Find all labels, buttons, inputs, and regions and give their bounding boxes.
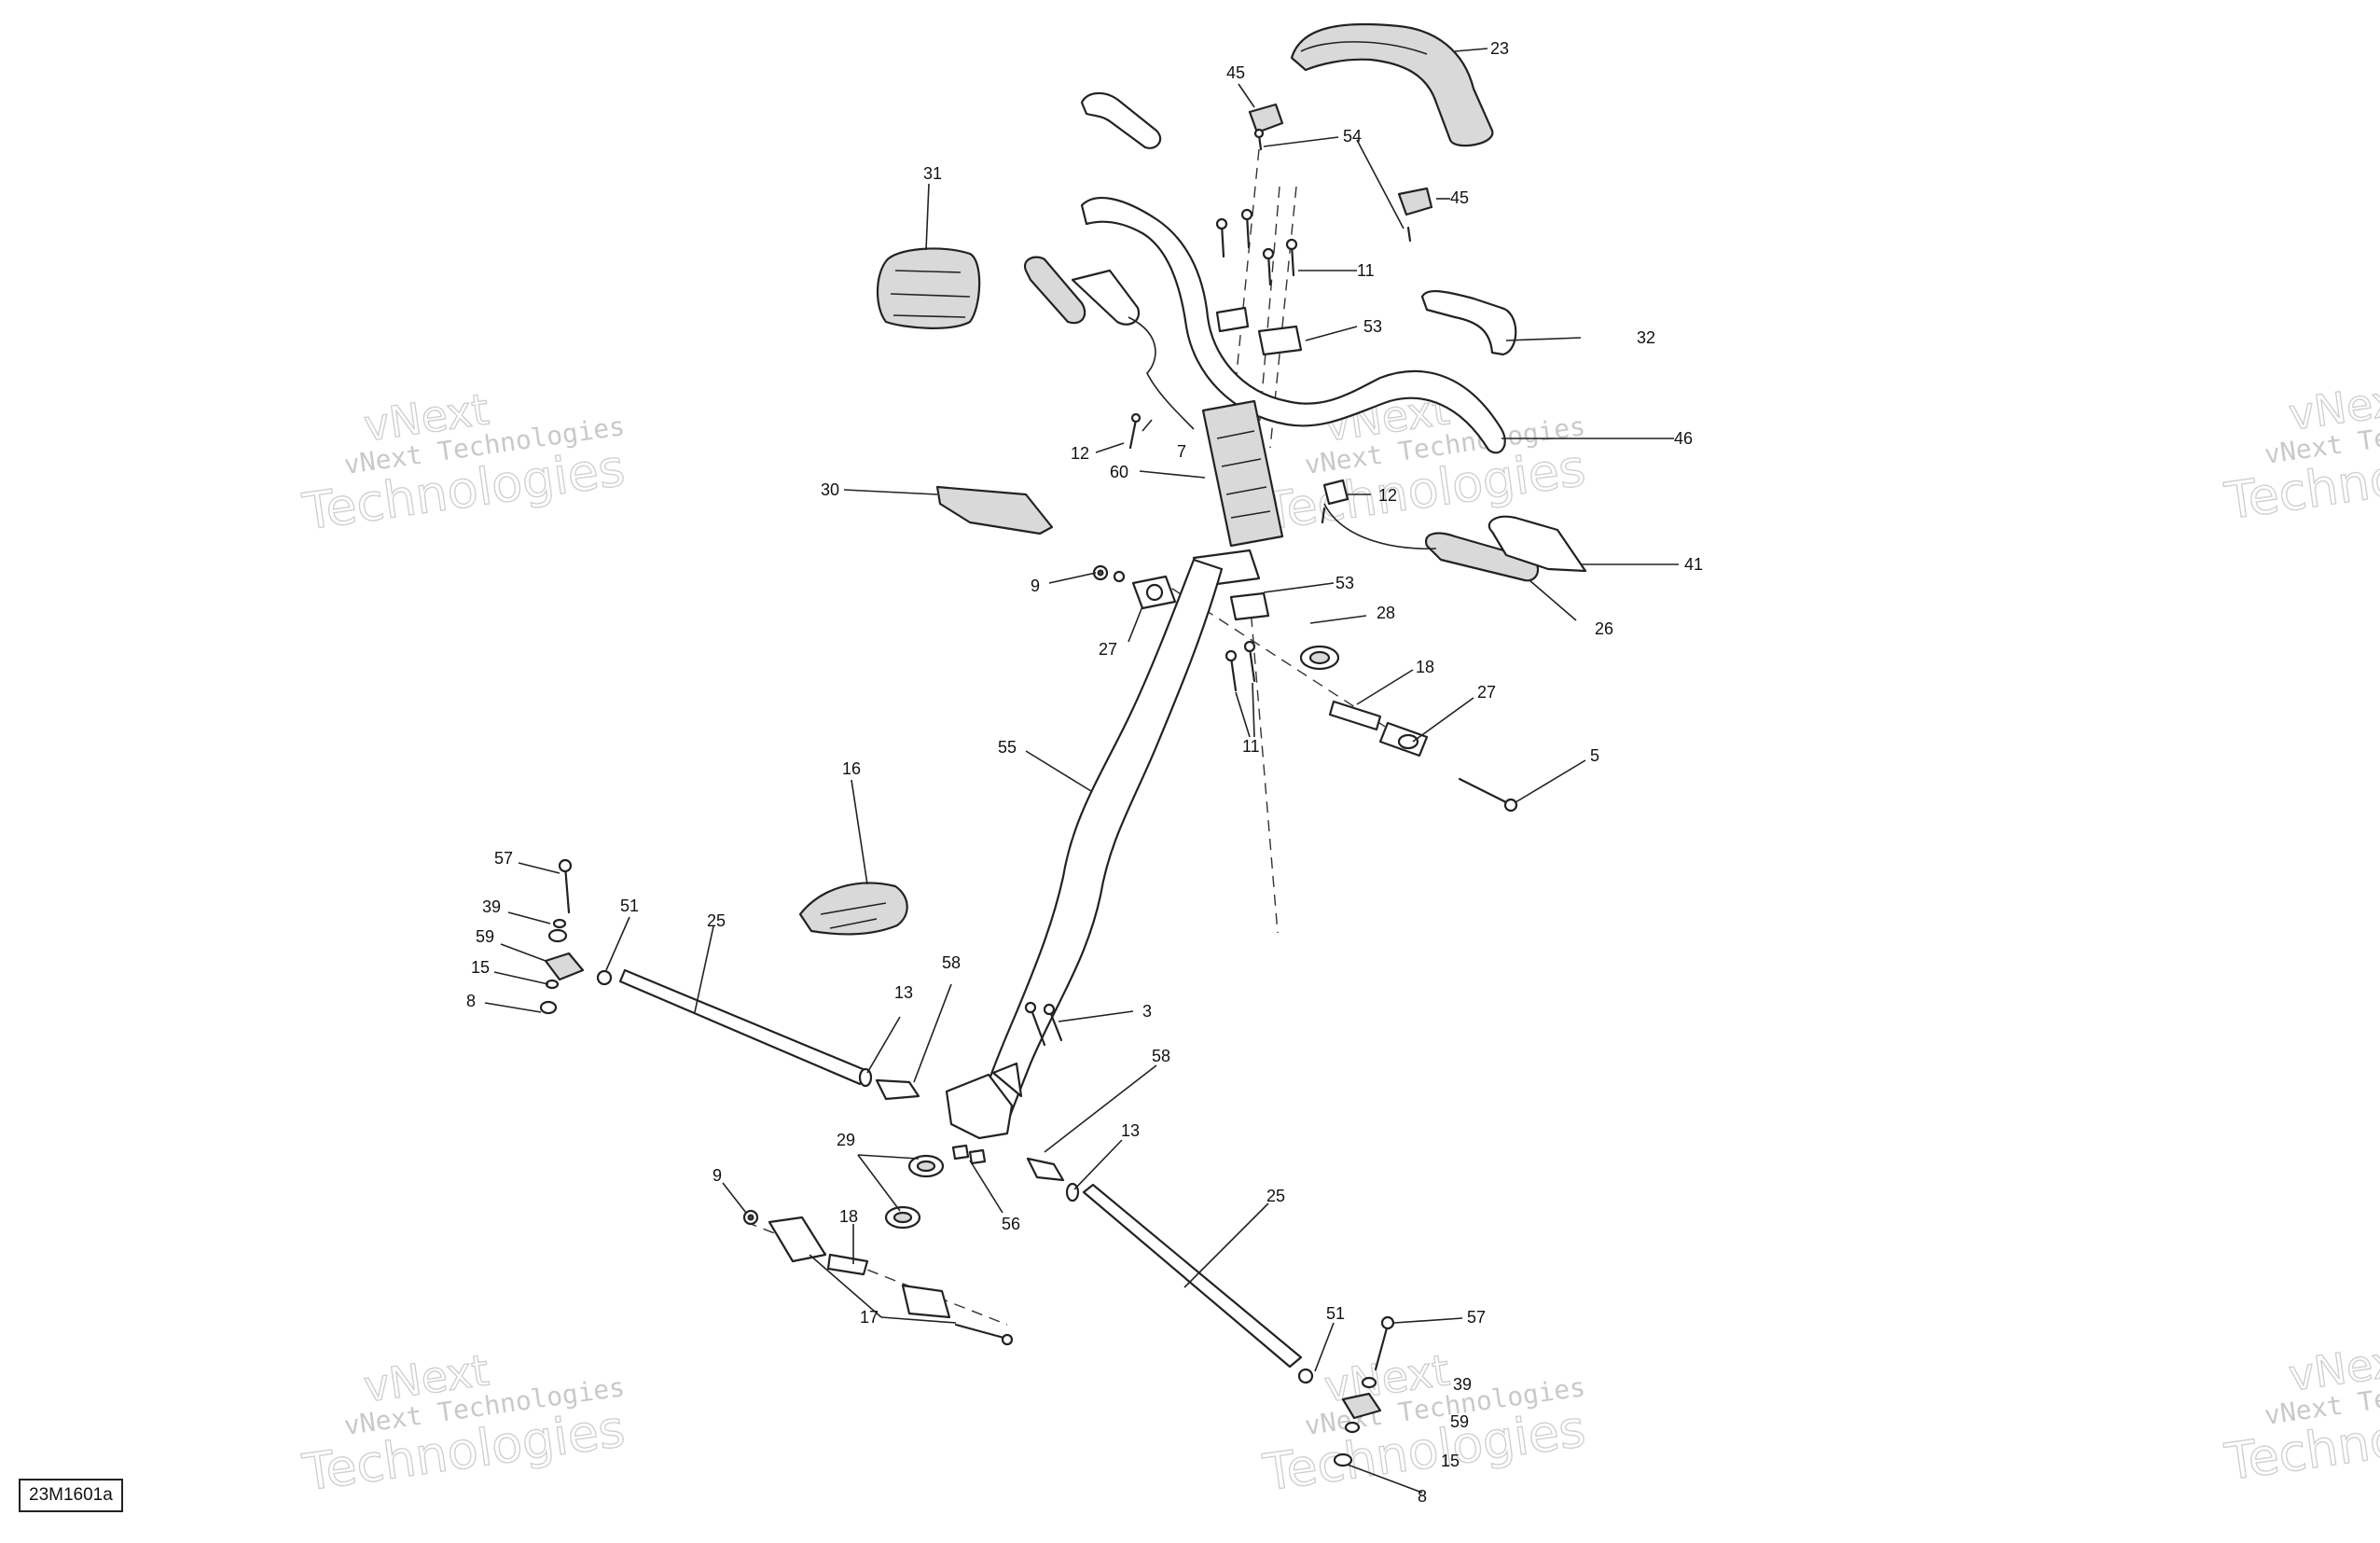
callout-57-left: 57 — [494, 849, 513, 868]
callout-8-right: 8 — [1418, 1487, 1427, 1506]
callout-39-left: 39 — [482, 897, 501, 916]
riser-plate-60 — [1201, 399, 1284, 548]
bolts-3 — [1024, 1001, 1063, 1047]
callout-labels: 23 45 54 45 31 11 53 32 7 12 46 60 30 12… — [466, 39, 1703, 1506]
watermark-bottom-center: vNext vNext Technologies Technologies — [1259, 1344, 1590, 1503]
handlebar-cover-31 — [877, 247, 981, 329]
screw-12-right — [1321, 479, 1349, 524]
callout-11-upper: 11 — [1357, 261, 1375, 280]
grip-left — [1023, 256, 1086, 325]
callout-5: 5 — [1590, 746, 1599, 765]
callout-41: 41 — [1684, 555, 1703, 574]
rod-end-13-left — [858, 1067, 873, 1088]
callout-45-right: 45 — [1450, 188, 1469, 207]
bushings-29 — [884, 1154, 945, 1230]
screw-12-left — [1128, 412, 1142, 450]
leader-lines — [484, 48, 1679, 1494]
callout-8-left: 8 — [466, 992, 476, 1010]
callout-30: 30 — [821, 480, 839, 499]
watermark-bottom-right: vNext vNext Technologies Technologies — [2221, 1333, 2380, 1493]
handlebar-end-tube-left — [1080, 91, 1162, 149]
callout-46: 46 — [1674, 429, 1693, 448]
tie-rod-end-right — [1297, 1315, 1395, 1467]
tie-rod-25-left — [618, 968, 869, 1086]
throttle-lever-41 — [1323, 503, 1587, 573]
callout-23: 23 — [1490, 39, 1509, 58]
ball-joint-58-right — [1026, 1157, 1065, 1182]
callout-59-left: 59 — [476, 927, 494, 946]
bolt-5 — [1458, 777, 1518, 813]
spacer-18-upper — [1328, 700, 1382, 731]
tie-rod-end-left — [539, 858, 613, 1015]
callout-45-top: 45 — [1226, 63, 1245, 82]
callout-56: 56 — [1002, 1215, 1020, 1233]
handlebar-46 — [1080, 197, 1506, 454]
callout-29: 29 — [837, 1131, 855, 1149]
callout-12-left: 12 — [1071, 444, 1089, 463]
callout-59-right: 59 — [1450, 1412, 1469, 1431]
callout-12-right: 12 — [1378, 486, 1397, 505]
callout-32: 32 — [1637, 328, 1655, 347]
callout-58-left: 58 — [942, 953, 961, 972]
callout-11-lower: 11 — [1242, 737, 1260, 756]
callout-55: 55 — [998, 738, 1017, 757]
riser-cap-45-top — [1248, 103, 1284, 134]
pad-30 — [935, 485, 1054, 535]
nut-9-upper — [1092, 564, 1126, 583]
callout-9-lower: 9 — [713, 1166, 722, 1185]
callout-16: 16 — [842, 759, 861, 778]
callout-18-lower: 18 — [839, 1207, 858, 1226]
callout-13-right: 13 — [1121, 1121, 1140, 1140]
tie-rod-25-right — [1082, 1183, 1303, 1369]
bearing-housing-27-upper — [1131, 575, 1177, 610]
handlebar-clamp-53-top — [1215, 306, 1303, 356]
callout-27-upper: 27 — [1099, 640, 1117, 659]
callout-15-left: 15 — [471, 958, 490, 977]
callout-51-left: 51 — [620, 897, 639, 915]
callout-31: 31 — [923, 164, 942, 183]
handlebar-end-tube-32 — [1420, 290, 1517, 356]
callout-28: 28 — [1377, 604, 1395, 622]
column-base-bracket — [945, 1062, 1023, 1140]
watermark-top-left: vNext vNext Technologies Technologies — [298, 383, 630, 542]
callout-15-right: 15 — [1441, 1452, 1460, 1470]
callout-39-right: 39 — [1453, 1375, 1472, 1394]
callout-60: 60 — [1110, 463, 1128, 481]
callout-58-right: 58 — [1152, 1047, 1170, 1065]
callout-13-left: 13 — [894, 983, 913, 1002]
bolts-11-lower — [1225, 640, 1256, 692]
callout-53-top: 53 — [1363, 317, 1382, 336]
callout-9-upper: 9 — [1031, 577, 1040, 595]
bolts-11-upper — [1215, 208, 1298, 286]
diagram-reference-label: 23M1601a — [19, 1479, 123, 1512]
riser-cap-45-right — [1397, 187, 1433, 243]
column-cover-16 — [798, 882, 908, 936]
callout-7: 7 — [1177, 442, 1186, 461]
lower-housing-assembly — [742, 1209, 1014, 1346]
callout-25-left: 25 — [707, 911, 726, 930]
callout-25-right: 25 — [1266, 1187, 1285, 1205]
watermark-top-right: vNext vNext Technologies Technologies — [2221, 372, 2380, 532]
callout-57-right: 57 — [1467, 1308, 1486, 1327]
callout-53-lower: 53 — [1335, 574, 1354, 592]
watermark-bottom-left: vNext vNext Technologies Technologies — [298, 1344, 630, 1503]
callout-51-right: 51 — [1326, 1304, 1345, 1323]
callout-27-right: 27 — [1477, 683, 1496, 702]
throttle-housing — [1071, 269, 1195, 430]
bushing-28 — [1299, 645, 1340, 671]
nuts-56 — [951, 1144, 987, 1165]
handlebar-pad-23 — [1290, 22, 1494, 147]
bolt-54 — [1253, 128, 1265, 151]
callout-18-upper: 18 — [1416, 658, 1434, 676]
ball-joint-58-left — [875, 1078, 920, 1101]
callout-3: 3 — [1142, 1002, 1152, 1021]
callout-54: 54 — [1343, 127, 1362, 146]
callout-17: 17 — [860, 1308, 879, 1327]
callout-26: 26 — [1595, 619, 1613, 638]
bearing-housing-27-right — [1378, 721, 1429, 758]
